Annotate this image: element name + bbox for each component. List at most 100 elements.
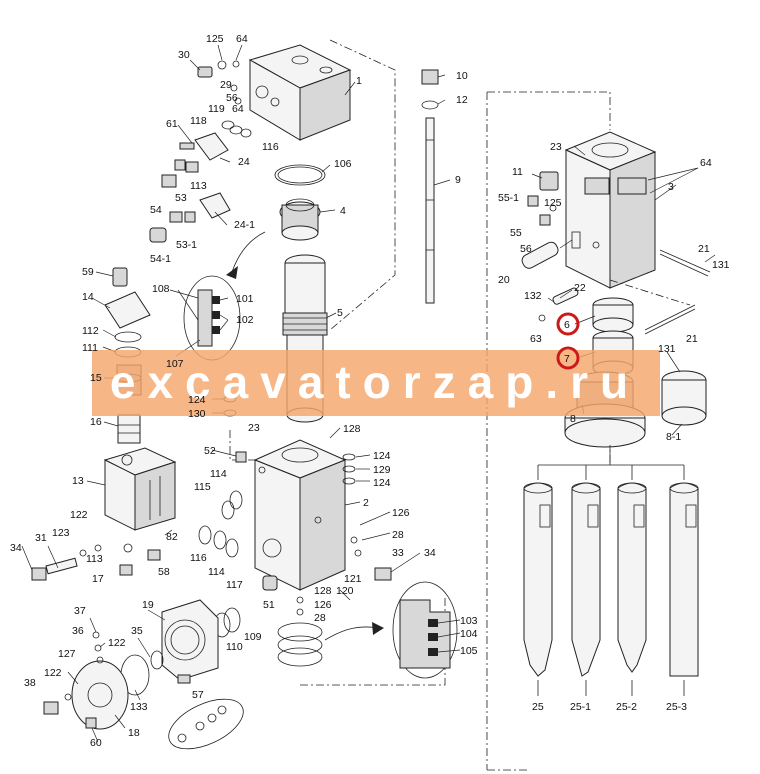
label-55: 55 xyxy=(510,227,522,239)
label-114: 114 xyxy=(208,566,225,578)
label-113: 113 xyxy=(190,180,207,192)
part-pins xyxy=(521,241,711,335)
part-labels: 30 125 64 1 29 56 64 119 118 116 61 24 1… xyxy=(10,33,730,749)
part-ring-pack xyxy=(277,622,323,667)
label-21: 21 xyxy=(686,333,698,345)
part-front-head-3 xyxy=(564,131,657,289)
label-12: 12 xyxy=(456,94,468,106)
label-30: 30 xyxy=(178,49,190,61)
label-122: 122 xyxy=(44,667,62,679)
label-125: 125 xyxy=(544,197,562,209)
part-seal-detail-lower xyxy=(392,581,458,679)
label-6: 6 xyxy=(564,319,570,331)
part-seal-detail xyxy=(183,275,241,361)
part-seals-right xyxy=(235,451,392,581)
label-23: 23 xyxy=(248,422,260,434)
label-123: 123 xyxy=(52,527,70,539)
label-38: 38 xyxy=(24,677,36,689)
label-9: 9 xyxy=(455,174,461,186)
label-103: 103 xyxy=(460,615,478,627)
chisel-25-2 xyxy=(617,482,647,673)
label-106: 106 xyxy=(334,158,352,170)
chisel-25-3 xyxy=(669,482,699,677)
label-57: 57 xyxy=(192,689,204,701)
label-82: 82 xyxy=(166,531,178,543)
label-105: 105 xyxy=(460,645,478,657)
label-15: 15 xyxy=(90,372,102,384)
label-128: 128 xyxy=(314,585,332,597)
label-118: 118 xyxy=(190,115,207,127)
label-59: 59 xyxy=(82,266,94,278)
label-132: 132 xyxy=(524,290,542,302)
label-28: 28 xyxy=(314,612,326,624)
label-8-1: 8-1 xyxy=(666,431,681,443)
label-102: 102 xyxy=(236,314,254,326)
label-1: 1 xyxy=(356,75,362,87)
label-22: 22 xyxy=(574,282,586,294)
label-53-1: 53-1 xyxy=(176,239,197,251)
label-64: 64 xyxy=(700,157,712,169)
label-8: 8 xyxy=(570,413,576,425)
watermark-text: excavatorzap.ru xyxy=(110,356,640,408)
label-2: 2 xyxy=(363,497,369,509)
part-lower-seals xyxy=(213,575,304,638)
label-104: 104 xyxy=(460,628,478,640)
highlight-circle-6 xyxy=(556,312,580,336)
label-10: 10 xyxy=(456,70,468,82)
label-120: 120 xyxy=(336,585,354,597)
label-124: 124 xyxy=(188,394,206,406)
label-128: 128 xyxy=(343,423,361,435)
label-64: 64 xyxy=(236,33,248,45)
label-25-1: 25-1 xyxy=(570,701,591,713)
chisel-25 xyxy=(523,482,553,677)
label-25-2: 25-2 xyxy=(616,701,637,713)
label-35: 35 xyxy=(131,625,143,637)
part-kit-57 xyxy=(168,698,244,750)
part-head-block xyxy=(248,44,352,141)
arrow-icon xyxy=(231,231,266,273)
label-18: 18 xyxy=(128,727,140,739)
label-55-1: 55-1 xyxy=(498,192,519,204)
label-21: 21 xyxy=(698,243,710,255)
label-58: 58 xyxy=(158,566,170,578)
label-124: 124 xyxy=(373,450,391,462)
label-63: 63 xyxy=(530,333,542,345)
label-122: 122 xyxy=(70,509,88,521)
part-right-fittings xyxy=(527,171,559,226)
label-64: 64 xyxy=(232,103,244,115)
label-54-1: 54-1 xyxy=(150,253,171,265)
label-20: 20 xyxy=(498,274,510,286)
label-5: 5 xyxy=(337,307,343,319)
arrowhead-icon xyxy=(372,622,384,635)
label-117: 117 xyxy=(226,579,243,591)
label-34: 34 xyxy=(10,542,22,554)
label-29: 29 xyxy=(220,79,232,91)
label-121: 121 xyxy=(344,573,362,585)
label-17: 17 xyxy=(92,573,104,585)
part-valve-body xyxy=(103,447,177,531)
label-34: 34 xyxy=(424,547,436,559)
label-56: 56 xyxy=(226,92,238,104)
label-33: 33 xyxy=(392,547,404,559)
label-14: 14 xyxy=(82,291,94,303)
label-127: 127 xyxy=(58,648,76,660)
arrowhead-icon xyxy=(226,266,238,279)
label-52: 52 xyxy=(204,445,216,457)
label-131: 131 xyxy=(712,259,730,271)
label-56: 56 xyxy=(520,243,532,255)
label-107: 107 xyxy=(166,358,184,370)
label-115: 115 xyxy=(194,481,211,493)
label-19: 19 xyxy=(142,599,154,611)
label-24-1: 24-1 xyxy=(234,219,255,231)
part-chisels xyxy=(523,445,699,696)
part-through-bolt xyxy=(421,69,439,304)
label-28: 28 xyxy=(392,529,404,541)
label-130: 130 xyxy=(188,408,206,420)
label-131: 131 xyxy=(658,343,676,355)
part-side-bolt-left xyxy=(31,543,161,581)
part-front-head xyxy=(43,599,219,730)
label-25: 25 xyxy=(532,701,544,713)
label-23: 23 xyxy=(550,141,562,153)
label-16: 16 xyxy=(90,416,102,428)
